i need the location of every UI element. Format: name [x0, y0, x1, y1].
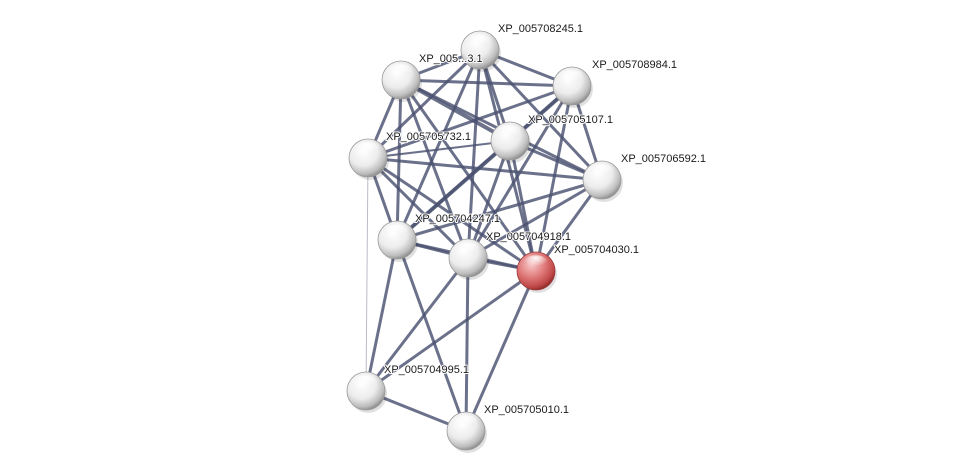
node-highlight [454, 415, 478, 430]
node-label-n8245: XP_005708245.1 [498, 23, 583, 35]
edge-n8984-n4030 [534, 84, 574, 273]
node-highlight [498, 125, 522, 140]
edge-n5107-n4918 [466, 139, 512, 260]
node-highlight [456, 242, 480, 257]
node-label-n4247: XP_005704247.1 [415, 213, 500, 225]
edge-n4030-n4995 [364, 269, 538, 393]
node-n5010[interactable]: XP_005705010.1 [446, 403, 570, 453]
node-label-n8984: XP_005708984.1 [592, 59, 677, 71]
node-highlight [524, 255, 548, 270]
edge-n5732-n4918 [366, 156, 470, 260]
edge-n4247-n5010 [395, 238, 468, 433]
node-nX[interactable]: XP_005...3.1 [381, 52, 484, 102]
node-label-nX: XP_005...3.1 [419, 53, 483, 65]
node-n4030[interactable]: XP_005704030.1 [516, 243, 640, 293]
edge-n4918-n4995 [364, 256, 470, 393]
node-n4247[interactable]: XP_005704247.1 [377, 212, 501, 262]
node-label-n5107: XP_005705107.1 [528, 114, 613, 126]
node-label-n4995: XP_005704995.1 [384, 364, 469, 376]
node-highlight [560, 70, 584, 85]
node-label-n4918: XP_005704918.1 [486, 231, 571, 243]
edge-n4030-n5010 [464, 269, 538, 433]
edge-n6592-n4918 [466, 178, 604, 260]
node-n6592[interactable]: XP_005706592.1 [582, 152, 707, 202]
edge-n5732-n6592 [366, 156, 604, 182]
node-highlight [354, 375, 378, 390]
edge-nX-n8984 [399, 78, 574, 88]
edge-n8245-n4918 [466, 48, 482, 260]
edge-nX-n4918 [399, 78, 470, 260]
node-highlight [590, 164, 614, 179]
node-n5732[interactable]: XP_005705732.1 [348, 130, 472, 180]
node-highlight [385, 224, 409, 239]
node-n4995[interactable]: XP_005704995.1 [346, 363, 470, 413]
edge-n5732-n4995 [365, 157, 369, 392]
node-label-n5010: XP_005705010.1 [484, 404, 569, 416]
edge-n5107-n4030 [508, 139, 538, 273]
node-label-n5732: XP_005705732.1 [386, 131, 471, 143]
node-label-n6592: XP_005706592.1 [621, 153, 706, 165]
node-highlight [389, 64, 413, 79]
node-highlight [356, 142, 380, 157]
node-n8245[interactable]: XP_005708245.1 [460, 22, 584, 72]
edge-n8245-n5732 [366, 48, 482, 160]
edge-n6592-n4247 [395, 178, 604, 242]
node-label-n4030: XP_005704030.1 [554, 244, 639, 256]
edge-n4918-n5010 [464, 256, 470, 433]
node-n5107[interactable]: XP_005705107.1 [490, 113, 614, 163]
edge-n8245-n4247 [395, 48, 482, 242]
edge-n5107-n4247 [395, 139, 512, 242]
node-highlight [468, 34, 492, 49]
node-n8984[interactable]: XP_005708984.1 [552, 58, 678, 108]
edge-n8245-n4030 [478, 48, 538, 273]
node-n4918[interactable]: XP_005704918.1 [448, 230, 572, 280]
edge-n4247-n4995 [364, 238, 399, 393]
edge-n8984-n5732 [366, 84, 574, 160]
edge-n5732-n4030 [366, 156, 538, 273]
edge-n5107-n5732 [367, 140, 511, 159]
